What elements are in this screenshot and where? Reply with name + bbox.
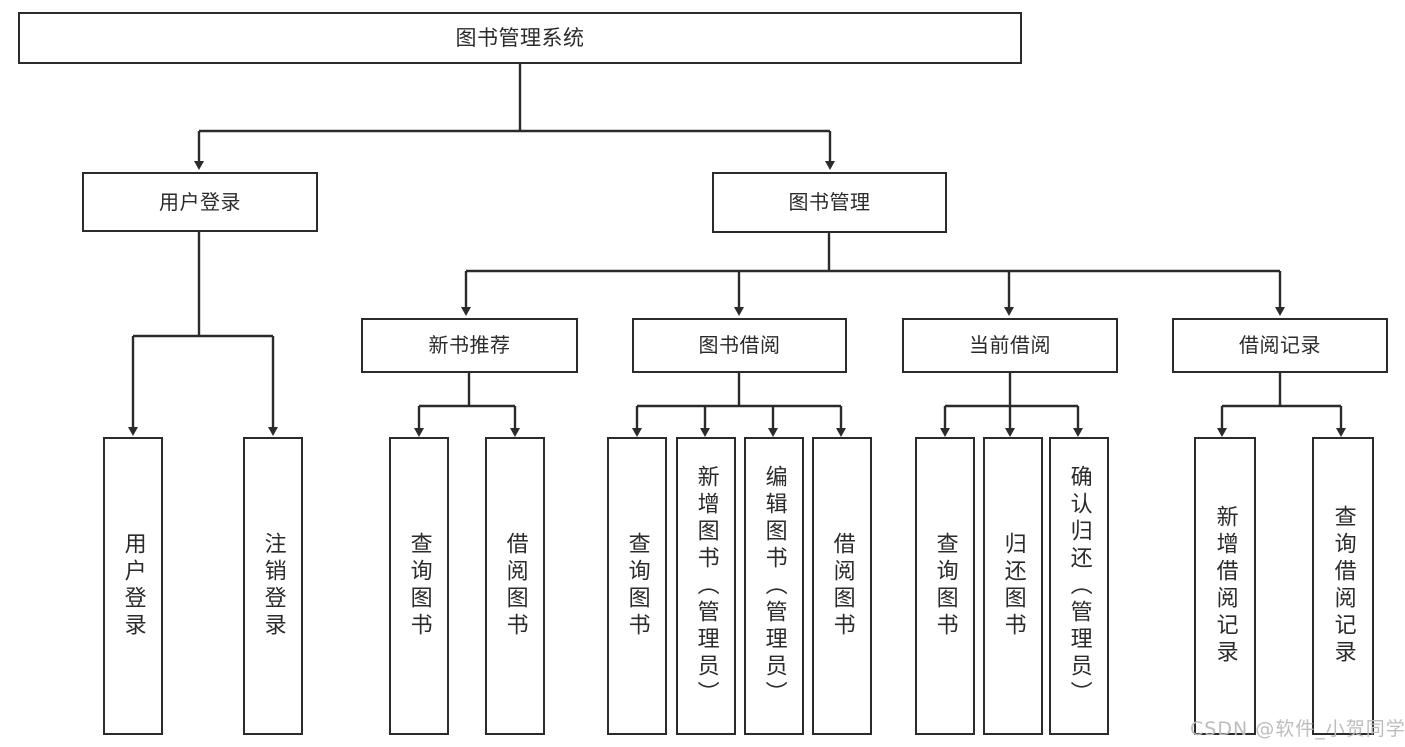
leaf-current-borrow-return-book[interactable]: 归还图书 <box>983 437 1043 735</box>
node-label: 当前借阅 <box>969 333 1051 357</box>
node-label: 借阅图书 <box>502 532 528 640</box>
node-label: 图书管理系统 <box>455 25 585 50</box>
node-label: 借阅图书 <box>829 532 855 640</box>
node-label: 编辑图书（管理员） <box>761 464 787 708</box>
node-label: 查询借阅记录 <box>1330 505 1356 667</box>
node-root-book-management-system[interactable]: 图书管理系统 <box>18 12 1022 64</box>
leaf-book-borrow-query-book[interactable]: 查询图书 <box>607 437 667 735</box>
node-user-login[interactable]: 用户登录 <box>82 172 318 232</box>
node-label: 查询图书 <box>624 532 650 640</box>
node-label: 新增借阅记录 <box>1212 505 1238 667</box>
node-label: 用户登录 <box>120 532 146 640</box>
node-label: 新书推荐 <box>428 333 511 357</box>
node-label: 借阅记录 <box>1239 333 1321 357</box>
node-label: 查询图书 <box>406 532 432 640</box>
node-current-borrow[interactable]: 当前借阅 <box>902 318 1118 373</box>
csdn-watermark: CSDN @软件_小贺同学 <box>1190 718 1405 740</box>
node-book-management[interactable]: 图书管理 <box>712 172 947 233</box>
leaf-new-book-borrow-book[interactable]: 借阅图书 <box>485 437 545 735</box>
leaf-current-borrow-confirm-return-admin[interactable]: 确认归还（管理员） <box>1049 437 1109 735</box>
leaf-book-borrow-add-book-admin[interactable]: 新增图书（管理员） <box>676 437 736 735</box>
node-book-borrow[interactable]: 图书借阅 <box>632 318 847 373</box>
node-label: 归还图书 <box>1000 532 1026 640</box>
node-label: 新增图书（管理员） <box>693 464 719 708</box>
node-label: 图书借阅 <box>698 333 781 357</box>
node-new-book-recommend[interactable]: 新书推荐 <box>361 318 578 373</box>
leaf-user-login-login[interactable]: 用户登录 <box>103 437 163 735</box>
node-label: 注销登录 <box>260 532 286 640</box>
leaf-borrow-record-add-record[interactable]: 新增借阅记录 <box>1194 437 1256 735</box>
leaf-user-login-logout[interactable]: 注销登录 <box>243 437 303 735</box>
node-label: 查询图书 <box>932 532 958 640</box>
node-label: 图书管理 <box>788 190 871 214</box>
node-label: 用户登录 <box>159 189 241 214</box>
leaf-current-borrow-query-book[interactable]: 查询图书 <box>915 437 975 735</box>
leaf-borrow-record-query-record[interactable]: 查询借阅记录 <box>1312 437 1374 735</box>
node-label: 确认归还（管理员） <box>1066 464 1092 708</box>
node-borrow-record[interactable]: 借阅记录 <box>1172 318 1388 373</box>
leaf-book-borrow-edit-book-admin[interactable]: 编辑图书（管理员） <box>744 437 804 735</box>
leaf-book-borrow-borrow-book[interactable]: 借阅图书 <box>812 437 872 735</box>
leaf-new-book-query-book[interactable]: 查询图书 <box>389 437 449 735</box>
